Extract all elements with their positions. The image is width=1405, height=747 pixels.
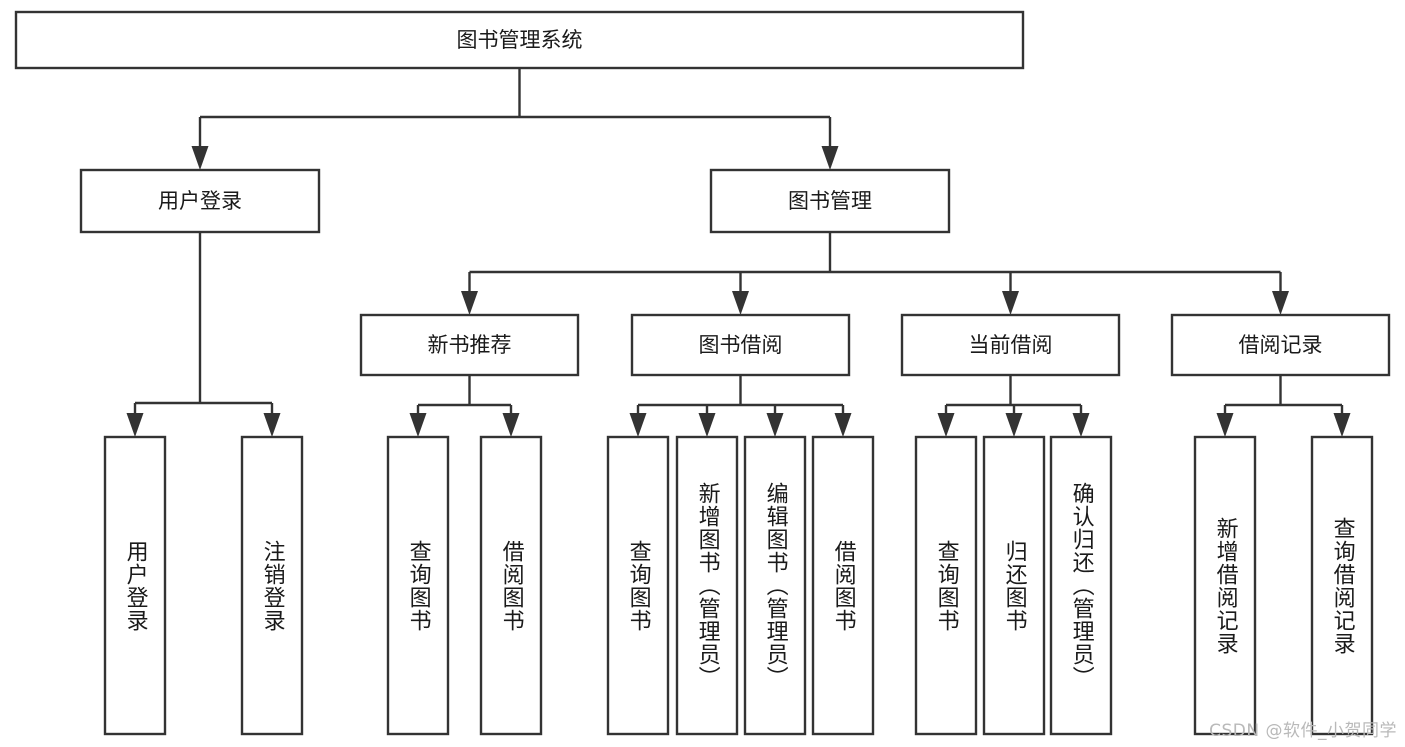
node-box-leaf-borrow-book-recommend[interactable] <box>479 435 543 736</box>
node-box-leaf-user-login[interactable] <box>103 435 167 736</box>
node-box-new-book-recommend[interactable] <box>359 313 580 377</box>
boxes-layer <box>14 10 1391 736</box>
arrow-head-icon <box>1333 413 1351 437</box>
arrow-head-icon <box>409 413 427 437</box>
arrow-head-icon <box>1072 413 1090 437</box>
node-box-leaf-return-book[interactable] <box>982 435 1046 736</box>
arrow-head-icon <box>1002 291 1019 315</box>
node-box-leaf-query-borrow-record[interactable] <box>1310 435 1374 736</box>
connectors-layer <box>126 68 1351 437</box>
node-box-borrow-record[interactable] <box>1170 313 1391 377</box>
arrow-head-icon <box>937 413 955 437</box>
arrow-head-icon <box>834 413 852 437</box>
node-label-user-login: 用户登录 <box>158 189 242 213</box>
arrow-head-icon <box>263 413 281 437</box>
node-box-leaf-confirm-return-admin[interactable] <box>1049 435 1113 736</box>
node-box-book-manage[interactable] <box>709 168 951 234</box>
node-label-book-borrow: 图书借阅 <box>699 333 783 357</box>
node-label-root: 图书管理系统 <box>457 28 583 52</box>
arrow-head-icon <box>502 413 520 437</box>
node-box-current-borrow[interactable] <box>900 313 1121 377</box>
node-box-leaf-query-book-recommend[interactable] <box>386 435 450 736</box>
arrow-head-icon <box>766 413 784 437</box>
watermark-text: CSDN @软件_小贺同学 <box>1209 721 1397 741</box>
node-box-leaf-add-borrow-record[interactable] <box>1193 435 1257 736</box>
arrow-head-icon <box>732 291 749 315</box>
node-box-leaf-edit-book-admin[interactable] <box>743 435 807 736</box>
arrow-head-icon <box>698 413 716 437</box>
node-label-current-borrow: 当前借阅 <box>969 333 1053 357</box>
arrow-head-icon <box>821 146 839 170</box>
node-label-new-book-recommend: 新书推荐 <box>428 333 512 357</box>
arrow-head-icon <box>191 146 209 170</box>
arrow-head-icon <box>1005 413 1023 437</box>
node-box-leaf-query-book-current[interactable] <box>914 435 978 736</box>
node-box-leaf-query-book-borrow[interactable] <box>606 435 670 736</box>
arrow-head-icon <box>126 413 144 437</box>
node-box-leaf-logout[interactable] <box>240 435 304 736</box>
arrow-head-icon <box>629 413 647 437</box>
node-box-leaf-borrow-book[interactable] <box>811 435 875 736</box>
node-label-borrow-record: 借阅记录 <box>1239 333 1323 357</box>
node-box-root[interactable] <box>14 10 1025 70</box>
node-box-leaf-add-book-admin[interactable] <box>675 435 739 736</box>
arrow-head-icon <box>461 291 478 315</box>
node-box-user-login[interactable] <box>79 168 321 234</box>
node-label-book-manage: 图书管理 <box>788 189 872 213</box>
arrow-head-icon <box>1272 291 1289 315</box>
arrow-head-icon <box>1216 413 1234 437</box>
node-box-book-borrow[interactable] <box>630 313 851 377</box>
